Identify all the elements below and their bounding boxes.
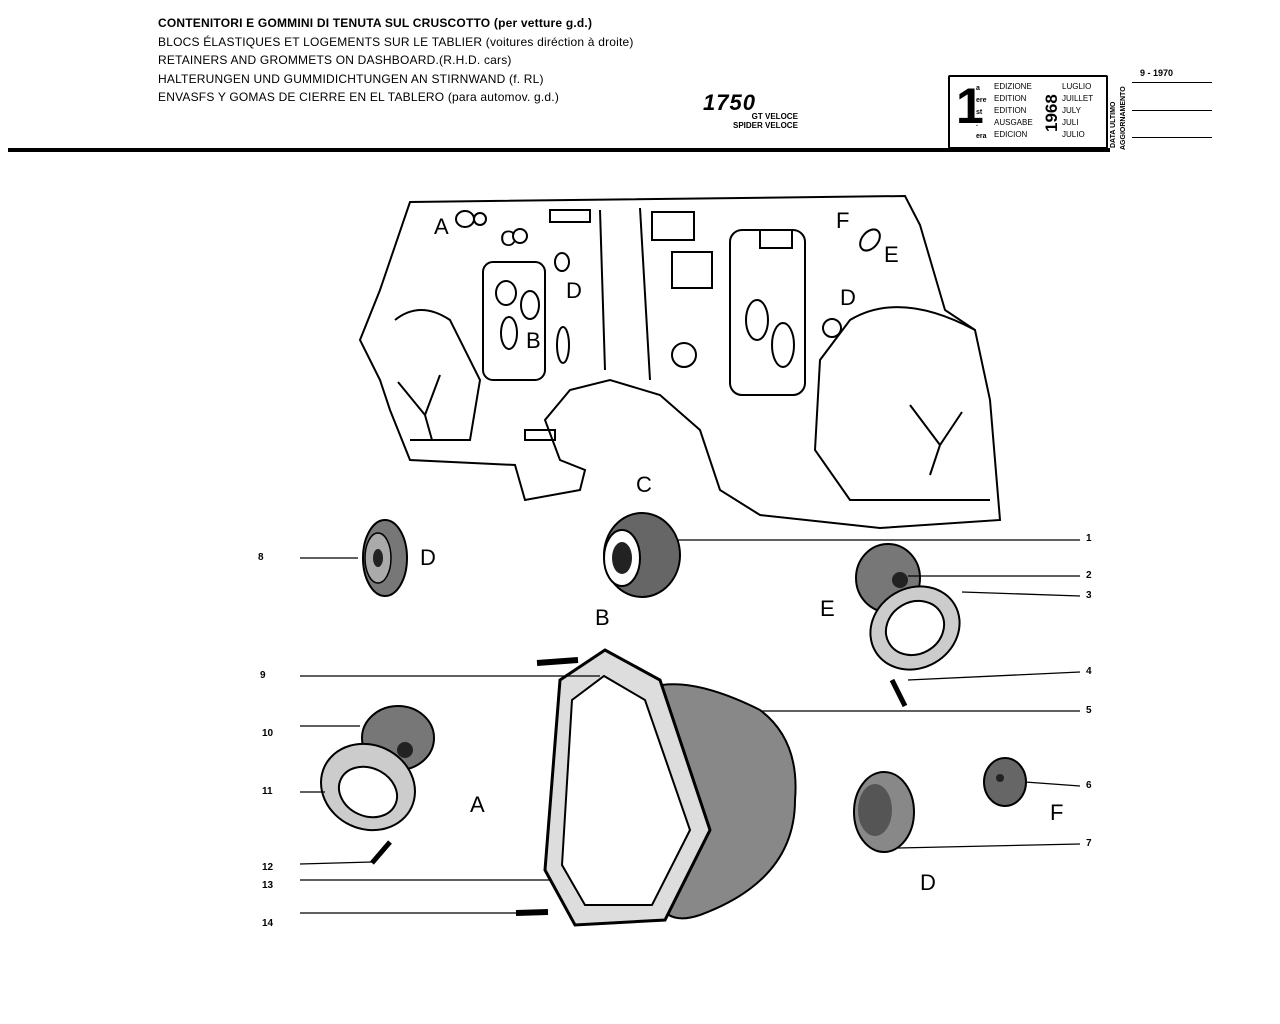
callout-1: 1 — [1086, 533, 1092, 544]
edition-label: AUSGABE — [994, 118, 1033, 127]
model-number: 1750 — [703, 90, 756, 115]
callout-10: 10 — [262, 728, 274, 739]
callout-14: 14 — [262, 918, 274, 929]
callout-9: 9 — [260, 670, 266, 681]
title-italian: CONTENITORI E GOMMINI DI TENUTA SUL CRUS… — [158, 16, 593, 30]
dash-label-d2: D — [840, 285, 856, 310]
dash-label-b: B — [526, 328, 541, 353]
dash-label-c: C — [500, 226, 516, 251]
callout-7: 7 — [1086, 838, 1092, 849]
grommet-f — [983, 757, 1027, 807]
edition-suffix: st — [976, 109, 983, 116]
edition-number: 1 — [956, 78, 984, 134]
edition-suffix: . — [976, 121, 978, 128]
title-english: RETAINERS AND GROMMETS ON DASHBOARD.(R.H… — [158, 53, 512, 67]
update-line — [1132, 82, 1212, 83]
retainer-a — [515, 648, 797, 927]
grommet-d-right — [853, 771, 915, 853]
edition-suffix: era — [976, 133, 987, 140]
part-label-b: B — [595, 605, 610, 630]
callout-11: 11 — [262, 786, 273, 797]
callout-8: 8 — [258, 552, 264, 563]
part-label-d: D — [420, 545, 436, 570]
grommet-d-left — [362, 519, 408, 597]
part-label-a: A — [470, 792, 485, 817]
leader-lines — [299, 539, 1081, 914]
update-date: 9 - 1970 — [1140, 68, 1174, 78]
part-label-d2: D — [920, 870, 936, 895]
dashboard-panel — [358, 194, 1002, 530]
edition-label: EDITION — [994, 106, 1027, 115]
dash-label-d: D — [566, 278, 582, 303]
callout-12: 12 — [262, 862, 274, 873]
update-line — [1132, 137, 1212, 138]
edition-month: LUGLIO — [1062, 82, 1092, 91]
callout-13: 13 — [262, 880, 274, 891]
title-spanish: ENVASFS Y GOMAS DE CIERRE EN EL TABLERO … — [158, 90, 560, 104]
edition-month: JULY — [1062, 106, 1081, 115]
dash-label-a: A — [434, 214, 449, 239]
edition-suffix: ere — [976, 97, 987, 104]
edition-label: EDICION — [994, 130, 1028, 139]
edition-months: LUGLIO JUILLET JULY JULI JULIO — [1062, 81, 1093, 141]
header-rule — [8, 148, 1110, 152]
edition-label: EDIZIONE — [994, 82, 1032, 91]
grommet-c — [603, 512, 681, 598]
retainer-e — [855, 543, 961, 708]
title-block: CONTENITORI E GOMMINI DI TENUTA SUL CRUS… — [158, 14, 634, 107]
dash-label-e: E — [884, 242, 899, 267]
callout-4: 4 — [1086, 666, 1092, 677]
update-line — [1132, 110, 1212, 111]
model-label: 1750 GT VELOCE SPIDER VELOCE — [703, 90, 798, 130]
edition-month: JULIO — [1062, 130, 1085, 139]
edition-month: JULI — [1062, 118, 1079, 127]
edition-suffix: a — [976, 85, 980, 92]
callout-5: 5 — [1086, 705, 1092, 716]
callout-3: 3 — [1086, 590, 1092, 601]
title-french: BLOCS ÉLASTIQUES ET LOGEMENTS SUR LE TAB… — [158, 34, 634, 49]
edition-label: EDITION — [994, 94, 1027, 103]
edition-labels: EDIZIONE EDITION EDITION AUSGABE EDICION — [994, 81, 1033, 141]
retainer-set-left — [320, 705, 435, 865]
variant-gt: GT VELOCE — [751, 112, 798, 121]
part-label-f: F — [1050, 800, 1064, 825]
model-variants: GT VELOCE SPIDER VELOCE — [733, 112, 798, 130]
title-german: HALTERUNGEN UND GUMMIDICHTUNGEN AN STIRN… — [158, 71, 544, 86]
part-label-e: E — [820, 596, 835, 621]
callout-6: 6 — [1086, 780, 1092, 791]
part-label-c: C — [636, 472, 652, 497]
variant-spider: SPIDER VELOCE — [733, 121, 798, 130]
callout-2: 2 — [1086, 570, 1092, 581]
dash-label-f: F — [836, 208, 850, 233]
edition-box: 1 a ere st . era EDIZIONE EDITION EDITIO… — [948, 75, 1108, 149]
edition-month: JUILLET — [1062, 94, 1094, 103]
